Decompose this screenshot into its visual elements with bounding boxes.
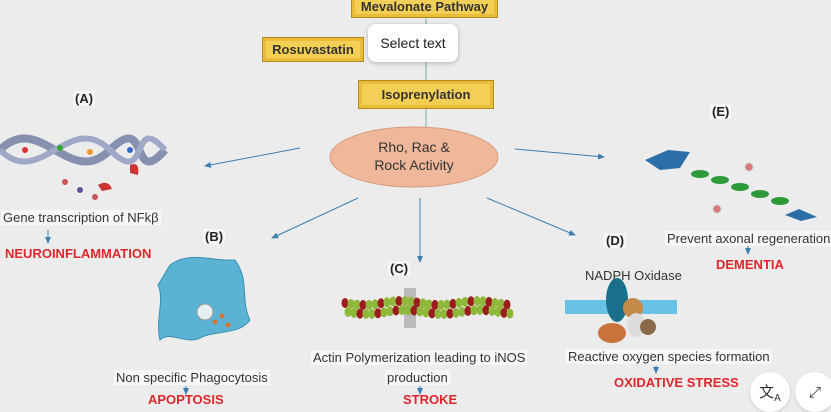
actin-bead [452, 307, 460, 318]
actin-bead [347, 298, 355, 309]
actin-bead [395, 296, 403, 307]
actin-bead [401, 296, 409, 307]
actin-bead [476, 305, 484, 316]
panel-b-outcome: APOPTOSIS [148, 392, 224, 407]
panel-c-label: (C) [388, 261, 411, 276]
neuron-illustration [645, 150, 817, 221]
actin-bead [413, 297, 421, 308]
actin-bead [416, 306, 424, 317]
actin-bead [431, 299, 439, 310]
actin-bead [383, 297, 391, 308]
actin-bead [434, 308, 442, 319]
dna-illustration [0, 134, 169, 200]
panel-a-label: (A) [73, 91, 96, 106]
actin-bead [374, 308, 382, 319]
actin-bead [473, 296, 481, 307]
actin-bead [404, 305, 412, 316]
panel-b-text: Non specific Phagocytosis [114, 370, 270, 385]
macrophage-illustration [157, 256, 251, 341]
mevalonate-pathway-box: Mevalonate Pathway [351, 0, 498, 18]
actin-bead [380, 307, 388, 318]
actin-bead [344, 307, 352, 317]
expand-button[interactable]: ⤢ [795, 372, 831, 412]
actin-bead [440, 308, 448, 319]
actin-bead [485, 296, 493, 307]
rosuvastatin-box: Rosuvastatin [262, 37, 364, 62]
panel-e-outcome: DEMENTIA [716, 257, 784, 272]
panel-c-text-1: Actin Polymerization leading to iNOS [311, 350, 528, 365]
actin-bead [392, 305, 400, 316]
actin-bead [419, 298, 427, 309]
arrow-to-d [486, 197, 576, 236]
actin-bead [353, 299, 361, 310]
actin-bead [350, 307, 358, 318]
arrow-to-e [514, 148, 605, 160]
panel-d-label: (D) [604, 233, 627, 248]
actin-bead [464, 305, 472, 316]
actin-filament-illustration [341, 288, 514, 328]
actin-bead [503, 299, 511, 310]
actin-bead [488, 305, 496, 316]
actin-bead [410, 305, 418, 316]
panel-a-text: Gene transcription of NFkβ [1, 210, 161, 225]
arrow-to-b [271, 197, 359, 239]
actin-bead [359, 299, 367, 310]
expand-icon: ⤢ [808, 383, 821, 401]
actin-bead [500, 307, 508, 318]
actin-bead [461, 296, 469, 307]
select-text-tooltip[interactable]: Select text [368, 24, 458, 62]
arrow-to-a [204, 147, 301, 168]
panel-a-outcome: NEUROINFLAMMATION [5, 246, 152, 261]
actin-bead [428, 308, 436, 319]
actin-bead [341, 298, 349, 308]
actin-bead [506, 308, 514, 319]
actin-bead [467, 296, 475, 307]
actin-bead [377, 298, 385, 309]
actin-bead [425, 299, 433, 310]
panel-e-label: (E) [710, 104, 732, 119]
actin-bead [443, 299, 451, 310]
actin-bead [491, 297, 499, 308]
actin-bead [386, 306, 394, 317]
actin-bead [368, 308, 376, 319]
actin-bead [407, 296, 415, 307]
actin-bead [479, 296, 487, 307]
actin-bead [362, 308, 370, 319]
actin-bead [356, 308, 364, 319]
actin-bead [389, 296, 397, 307]
isoprenylation-box: Isoprenylation [358, 80, 494, 109]
actin-bead [398, 305, 406, 316]
actin-bead [365, 299, 373, 310]
actin-bead [449, 298, 457, 309]
translate-icon: 文A [759, 383, 781, 404]
nadph-oxidase-illustration [565, 278, 677, 343]
actin-bead [446, 308, 454, 319]
panel-e-text: Prevent axonal regeneration [665, 231, 831, 246]
nadph-oxidase-label: NADPH Oxidase [585, 268, 682, 283]
actin-bead [371, 299, 379, 310]
actin-bead [497, 298, 505, 309]
actin-bead [470, 305, 478, 316]
panel-d-text: Reactive oxygen species formation [566, 349, 772, 364]
panel-c-outcome: STROKE [403, 392, 458, 407]
actin-bead [494, 306, 502, 317]
rho-rac-rock-ellipse [329, 126, 499, 188]
actin-bead [455, 297, 463, 308]
actin-bead [422, 307, 430, 318]
panel-b-label: (B) [203, 229, 226, 244]
actin-bead [437, 299, 445, 310]
panel-c-text-2: production [385, 370, 450, 385]
actin-bead [482, 305, 490, 316]
panel-d-outcome: OXIDATIVE STRESS [614, 375, 739, 390]
actin-bead [458, 306, 466, 317]
rho-rac-rock-label: Rho, Rac & Rock Activity [374, 139, 454, 173]
translate-button[interactable]: 文A [750, 372, 790, 412]
